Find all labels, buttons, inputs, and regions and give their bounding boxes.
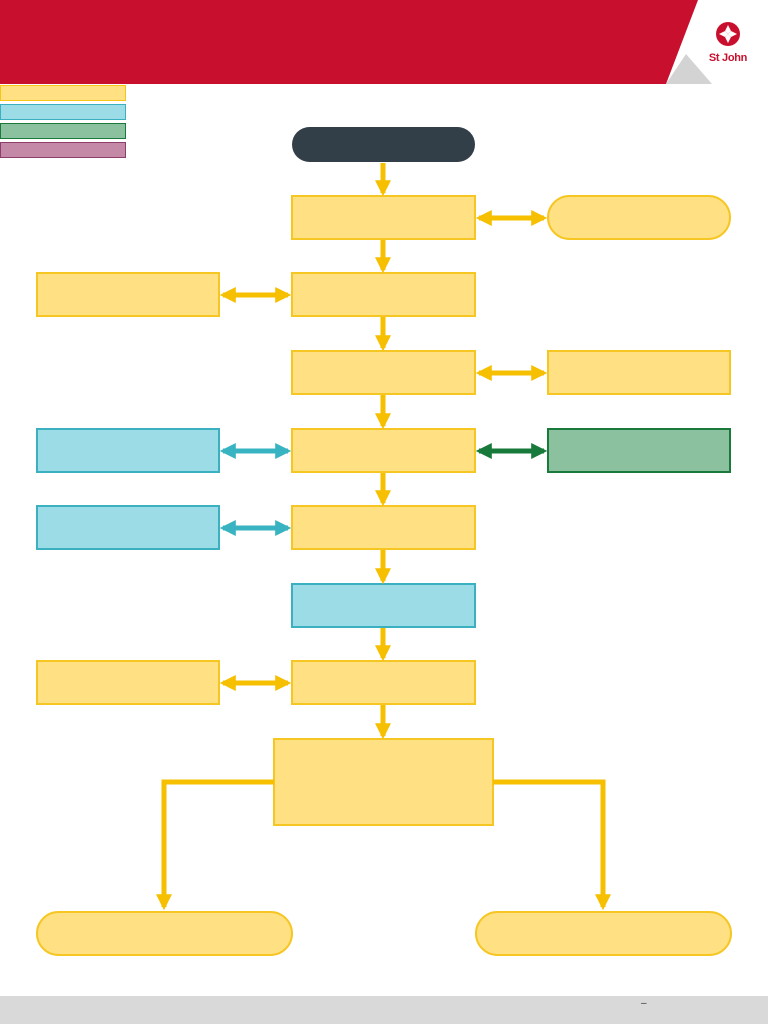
side-box-right-4 — [547, 428, 731, 473]
step-box-1 — [291, 195, 476, 240]
step-box-7 — [291, 660, 476, 705]
outcome-terminal-right — [475, 911, 732, 956]
header-red-band — [0, 0, 698, 84]
decision-box — [273, 738, 494, 826]
step-box-5 — [291, 505, 476, 550]
st-john-cross-icon — [716, 22, 740, 46]
header-shape — [0, 0, 712, 84]
header-banner: St John — [0, 0, 768, 84]
step-box-6 — [291, 583, 476, 628]
footer-page-mark: – — [641, 998, 647, 1009]
side-box-right-1 — [547, 195, 731, 240]
legend-swatch-cyan — [0, 104, 126, 120]
side-box-left-5 — [36, 505, 220, 550]
arrow-decision-to-left-outcome — [155, 779, 274, 911]
footer-bar: – — [0, 996, 768, 1024]
legend-swatch-green — [0, 123, 126, 139]
side-box-left-7 — [36, 660, 220, 705]
step-box-4 — [291, 428, 476, 473]
legend-swatch-yellow — [0, 85, 126, 101]
outcome-terminal-left — [36, 911, 293, 956]
legend-swatch-purple — [0, 142, 126, 158]
st-john-logo-text: St John — [708, 52, 748, 64]
step-box-3 — [291, 350, 476, 395]
st-john-logo: St John — [698, 20, 758, 70]
side-box-left-4 — [36, 428, 220, 473]
arrow-decision-to-right-outcome — [493, 779, 612, 911]
header-grey-accent — [666, 54, 712, 84]
flowchart-diagram — [36, 127, 732, 956]
step-box-2 — [291, 272, 476, 317]
side-box-right-3 — [547, 350, 731, 395]
side-box-left-2 — [36, 272, 220, 317]
start-terminal — [292, 127, 475, 162]
